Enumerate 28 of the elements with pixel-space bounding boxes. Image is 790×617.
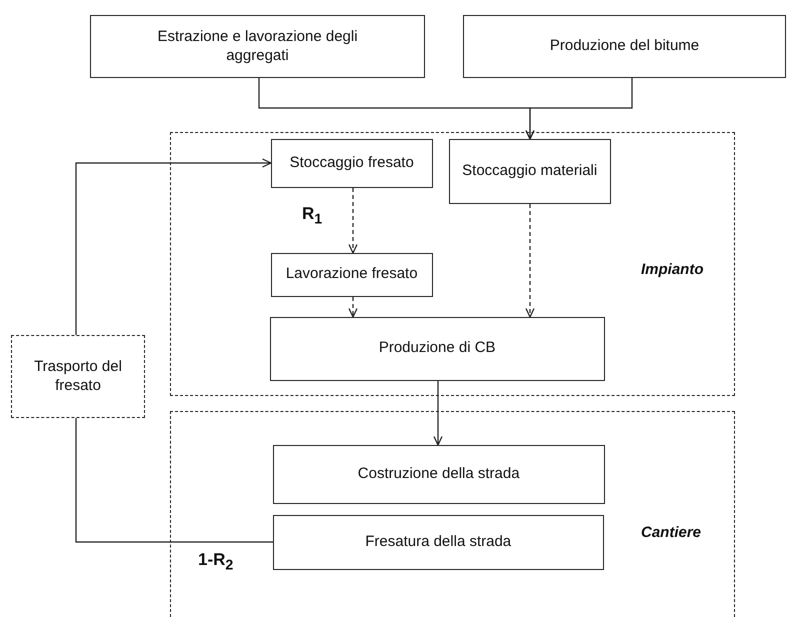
box-label: Stoccaggio fresato <box>290 154 414 173</box>
process-box <box>448 138 611 204</box>
box-label: Costruzione della strada <box>358 464 520 484</box>
group-region <box>170 132 735 396</box>
box-label: Produzione di CB <box>378 339 496 358</box>
arrow <box>348 188 358 254</box>
process-box <box>272 444 605 504</box>
process-box <box>270 252 433 297</box>
process-box <box>270 316 605 381</box>
box-label: Produzione del bitume <box>550 37 700 56</box>
arrow <box>75 158 272 335</box>
process-box <box>11 335 145 418</box>
box-label: Trasporto del fresato <box>33 358 123 396</box>
arrow <box>525 78 633 140</box>
box-label: Stoccaggio materiali <box>462 162 598 181</box>
box-label: Estrazione e lavorazione degli aggregati <box>156 28 359 66</box>
arrow <box>348 297 358 318</box>
group-title: Impianto <box>641 261 704 278</box>
box-label: Lavorazione fresato <box>286 265 418 284</box>
arrow <box>525 204 535 318</box>
group-title: Cantiere <box>641 524 702 541</box>
process-box <box>463 15 786 78</box>
process-box <box>90 15 425 78</box>
process-box <box>272 514 604 570</box>
process-box <box>270 138 433 188</box>
box-label: Fresatura della strada <box>365 532 512 552</box>
group-region <box>170 411 735 617</box>
arrow <box>433 381 443 446</box>
